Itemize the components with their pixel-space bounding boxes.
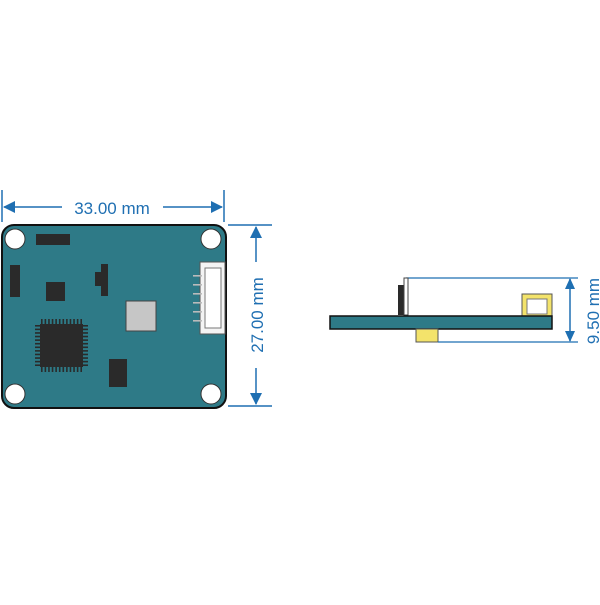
microcontroller-pin bbox=[35, 324, 40, 327]
microcontroller bbox=[35, 319, 88, 372]
microcontroller-pin bbox=[40, 367, 43, 372]
width-dimension: 33.00 mm bbox=[1, 190, 225, 222]
microcontroller-pin bbox=[62, 367, 65, 372]
microcontroller-pin bbox=[44, 367, 47, 372]
microcontroller-pin bbox=[83, 335, 88, 338]
side-view: 9.50 mm bbox=[329, 277, 600, 344]
microcontroller-pin bbox=[69, 319, 72, 324]
connector-pin bbox=[193, 275, 202, 277]
microcontroller-pin bbox=[83, 324, 88, 327]
microcontroller-pin bbox=[51, 367, 54, 372]
switch-base bbox=[95, 272, 101, 286]
microcontroller-pins bbox=[35, 319, 88, 372]
switch-component bbox=[101, 264, 108, 296]
microcontroller-pin bbox=[69, 367, 72, 372]
microcontroller-pin bbox=[83, 357, 88, 359]
microcontroller-pin bbox=[35, 332, 40, 334]
microcontroller-pin bbox=[76, 367, 79, 372]
thickness-dimension: 9.50 mm bbox=[565, 278, 600, 344]
microcontroller-pin bbox=[62, 319, 65, 324]
connector-pin bbox=[193, 302, 202, 304]
width-arrow-right bbox=[211, 201, 223, 213]
mounting-hole-top-left bbox=[4, 228, 26, 250]
side-bottom-component bbox=[415, 328, 439, 343]
microcontroller-pin bbox=[58, 319, 61, 324]
side-pcb bbox=[329, 315, 553, 330]
thickness-label: 9.50 mm bbox=[584, 278, 600, 344]
microcontroller-pin bbox=[55, 319, 57, 324]
optical-sensor bbox=[125, 300, 157, 332]
height-label: 27.00 mm bbox=[248, 277, 267, 353]
width-arrow-left bbox=[3, 201, 15, 213]
height-arrow-top bbox=[250, 226, 262, 238]
microcontroller-pin bbox=[66, 367, 68, 372]
microcontroller-pin bbox=[51, 319, 54, 324]
side-tall-component-top bbox=[403, 277, 409, 316]
width-label: 33.00 mm bbox=[74, 199, 150, 218]
connector-pin bbox=[193, 320, 202, 322]
microcontroller-pin bbox=[58, 367, 61, 372]
microcontroller-pin bbox=[35, 346, 40, 349]
microcontroller-pin bbox=[35, 335, 40, 338]
microcontroller-pin bbox=[66, 319, 68, 324]
microcontroller-pin bbox=[35, 357, 40, 359]
mounting-holes bbox=[4, 228, 222, 405]
side-connector-inner bbox=[526, 298, 548, 315]
connector-pin bbox=[193, 284, 202, 286]
height-arrow-bottom bbox=[250, 393, 262, 405]
microcontroller-pin bbox=[83, 328, 88, 331]
microcontroller-pin bbox=[73, 367, 75, 372]
connector-slot bbox=[204, 267, 222, 329]
microcontroller-pin bbox=[40, 319, 43, 324]
microcontroller-pin bbox=[76, 319, 79, 324]
microcontroller-pin bbox=[48, 367, 50, 372]
thickness-arrow-top bbox=[565, 278, 575, 289]
microcontroller-pin bbox=[35, 328, 40, 331]
height-dimension: 27.00 mm bbox=[228, 224, 272, 407]
connector-pin bbox=[193, 311, 202, 313]
side-tall-component bbox=[398, 285, 406, 315]
microcontroller-pin bbox=[35, 350, 40, 352]
microcontroller-pin bbox=[55, 367, 57, 372]
microcontroller-pin bbox=[83, 360, 88, 363]
top-view: 33.00 mm 27.00 mm bbox=[1, 190, 272, 409]
microcontroller-pin bbox=[35, 353, 40, 356]
microcontroller-pin bbox=[83, 364, 88, 367]
mounting-hole-bottom-right bbox=[200, 383, 222, 405]
microcontroller-pin bbox=[83, 350, 88, 352]
microcontroller-pin bbox=[35, 342, 40, 345]
microcontroller-pin bbox=[83, 342, 88, 345]
connector-pin bbox=[193, 293, 202, 295]
microcontroller-body bbox=[40, 324, 83, 367]
connector-pins bbox=[193, 275, 202, 322]
microcontroller-pin bbox=[80, 367, 83, 372]
microcontroller-pin bbox=[83, 346, 88, 349]
microcontroller-pin bbox=[48, 319, 50, 324]
microcontroller-pin bbox=[35, 364, 40, 367]
microcontroller-pin bbox=[80, 319, 83, 324]
mounting-hole-bottom-left bbox=[4, 383, 26, 405]
side-connector bbox=[193, 261, 226, 335]
left-component bbox=[10, 265, 20, 297]
bottom-chip bbox=[109, 359, 127, 387]
microcontroller-pin bbox=[35, 360, 40, 363]
microcontroller-pin bbox=[44, 319, 47, 324]
thickness-arrow-bottom bbox=[565, 331, 575, 342]
top-chip bbox=[36, 234, 70, 245]
microcontroller-pin bbox=[73, 319, 75, 324]
microcontroller-pin bbox=[35, 339, 40, 341]
mounting-hole-top-right bbox=[200, 228, 222, 250]
microcontroller-pin bbox=[83, 332, 88, 334]
microcontroller-pin bbox=[83, 353, 88, 356]
microcontroller-pin bbox=[83, 339, 88, 341]
small-chip bbox=[46, 282, 65, 301]
